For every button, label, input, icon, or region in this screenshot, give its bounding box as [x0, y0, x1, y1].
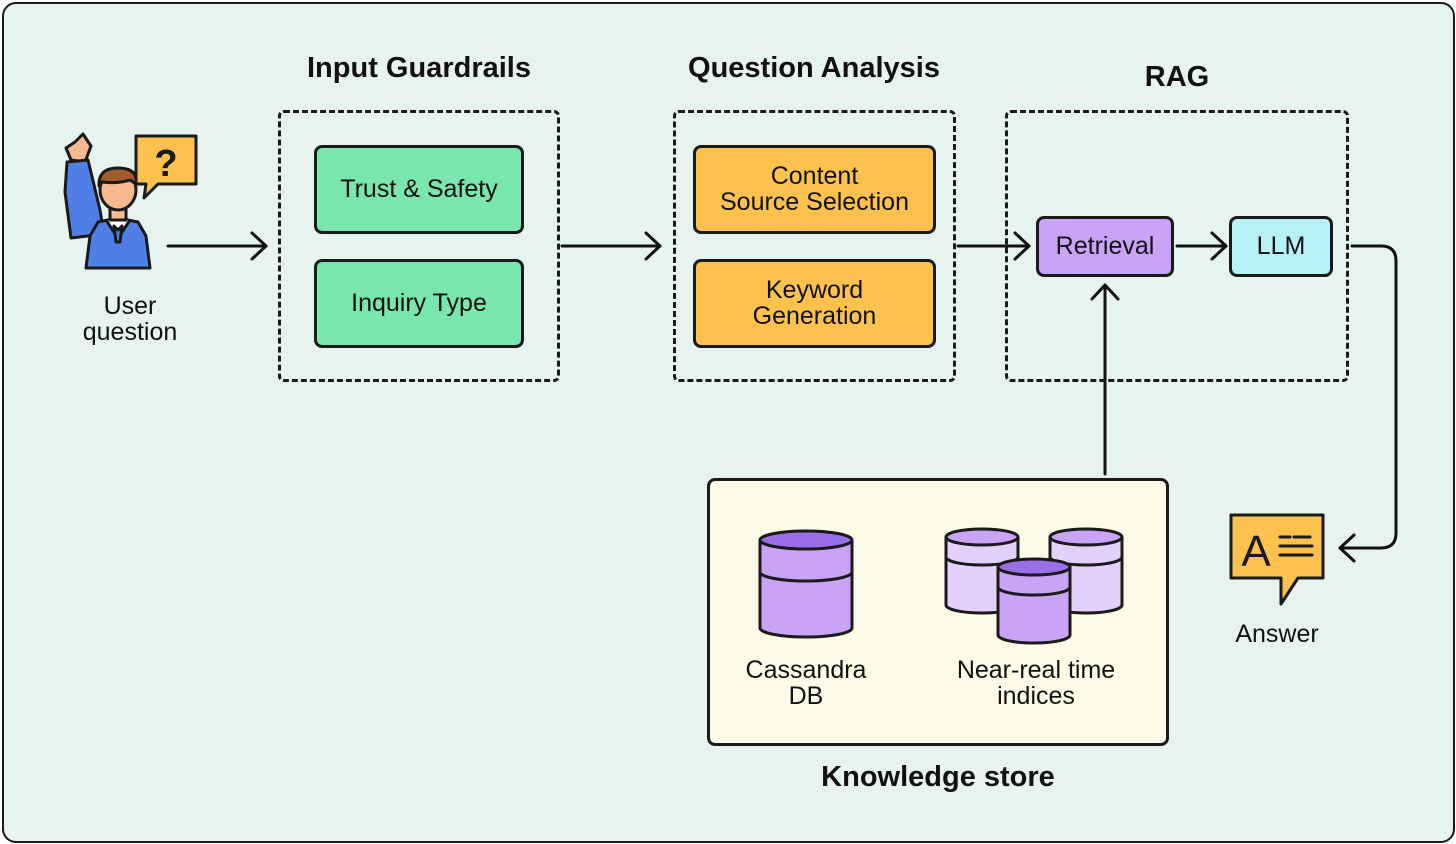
user-question-label: User question	[82, 292, 178, 346]
cassandra-db-label: Cassandra DB	[745, 656, 867, 710]
retrieval-box: Retrieval	[1036, 216, 1174, 277]
question-analysis-group	[673, 110, 956, 382]
input-guardrails-group	[278, 110, 560, 382]
inquiry-type-label: Inquiry Type	[351, 288, 487, 317]
cassandra-database-icon	[758, 529, 854, 639]
knowledge-store-title: Knowledge store	[821, 761, 1055, 793]
trust-safety-box: Trust & Safety	[314, 145, 524, 234]
inquiry-type-box: Inquiry Type	[314, 259, 524, 348]
trust-safety-label: Trust & Safety	[340, 174, 498, 203]
svg-text:A: A	[1241, 527, 1271, 576]
svg-text:?: ?	[154, 143, 177, 185]
question-analysis-title: Question Analysis	[688, 52, 940, 84]
llm-label: LLM	[1256, 231, 1306, 260]
near-real-time-indices-label: Near-real time indices	[956, 656, 1116, 710]
content-source-selection-box: Content Source Selection	[693, 145, 936, 234]
llm-box: LLM	[1229, 216, 1333, 277]
retrieval-label: Retrieval	[1055, 231, 1155, 260]
input-guardrails-title: Input Guardrails	[307, 52, 531, 84]
answer-icon: A	[1229, 513, 1325, 606]
answer-label: Answer	[1235, 620, 1319, 648]
user-question-icon: ?	[63, 132, 198, 270]
keyword-generation-label: Keyword Generation	[752, 276, 877, 330]
content-source-selection-label: Content Source Selection	[719, 162, 909, 216]
rag-title: RAG	[1144, 61, 1210, 93]
near-real-time-indices-icon	[944, 527, 1124, 645]
keyword-generation-box: Keyword Generation	[693, 259, 936, 348]
rag-group	[1005, 110, 1349, 382]
